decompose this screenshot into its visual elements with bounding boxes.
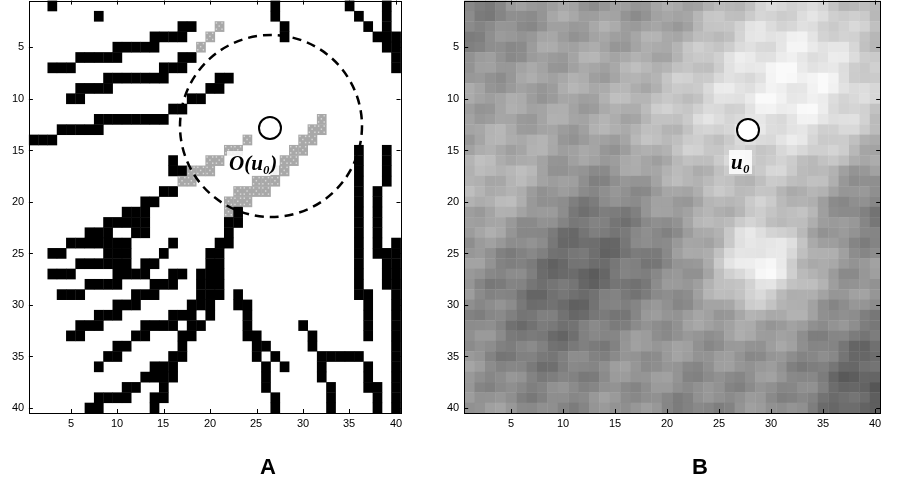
panel-letter: A <box>260 454 276 480</box>
axis-tick-label: 5 <box>18 40 24 53</box>
point-label: O(u₀) <box>227 151 279 175</box>
axis-tick-label: 5 <box>453 40 459 53</box>
axis-tick-label: 40 <box>390 417 402 430</box>
axis-tick-label: 40 <box>869 417 881 430</box>
axis-tick-label: 30 <box>765 417 777 430</box>
point-label: u₀ <box>729 150 752 174</box>
axis-tick-label: 35 <box>817 417 829 430</box>
axis-tick-label: 25 <box>447 247 459 260</box>
axis-tick-label: 30 <box>12 298 24 311</box>
axis-tick-label: 20 <box>204 417 216 430</box>
axis-tick-label: 5 <box>508 417 514 430</box>
axis-tick-label: 35 <box>343 417 355 430</box>
axis-tick-label: 20 <box>661 417 673 430</box>
axis-tick-label: 25 <box>713 417 725 430</box>
axis-tick-label: 5 <box>68 417 74 430</box>
axis-tick-label: 20 <box>447 195 459 208</box>
axis-tick-label: 40 <box>447 401 459 414</box>
axis-tick-label: 25 <box>250 417 262 430</box>
axis-tick-label: 30 <box>447 298 459 311</box>
axis-tick-label: 15 <box>12 144 24 157</box>
axis-tick-label: 10 <box>447 92 459 105</box>
axis-tick-label: 40 <box>12 401 24 414</box>
axis-tick-label: 10 <box>557 417 569 430</box>
axis-tick-label: 15 <box>157 417 169 430</box>
axis-tick-label: 30 <box>297 417 309 430</box>
axis-tick-label: 35 <box>447 350 459 363</box>
axis-tick-label: 10 <box>12 92 24 105</box>
axis-tick-label: 15 <box>609 417 621 430</box>
axis-tick-label: 35 <box>12 350 24 363</box>
axis-tick-label: 10 <box>111 417 123 430</box>
axis-tick-label: 15 <box>447 144 459 157</box>
axis-tick-label: 25 <box>12 247 24 260</box>
axis-tick-label: 20 <box>12 195 24 208</box>
panel-letter: B <box>692 454 708 480</box>
